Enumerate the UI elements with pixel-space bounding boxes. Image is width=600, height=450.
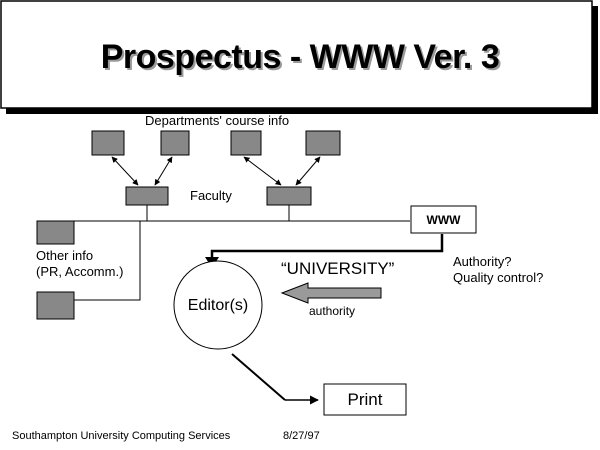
faculty-box-1: [125, 186, 169, 206]
authority-block-arrow: [280, 282, 382, 304]
dept1-faculty1-arrow: [111, 156, 139, 186]
authority-question: Authority?: [453, 254, 512, 269]
faculty-box-2: [266, 186, 312, 206]
other-info-box-1: [36, 220, 75, 245]
university-label: “UNIVERSITY”: [281, 259, 395, 278]
department-box-2: [160, 130, 190, 156]
dept3-faculty2-arrow: [243, 156, 282, 186]
slide-title: Prospectus - WWW Ver. 3: [100, 38, 500, 76]
dept2-faculty1-arrow: [154, 156, 173, 186]
title-frame: [0, 0, 593, 109]
other-info-line1: Other info: [36, 248, 94, 263]
editor-label: Editor(s): [187, 297, 249, 314]
footer-organization: Southampton University Computing Service…: [12, 430, 231, 442]
department-box-1: [91, 130, 125, 156]
other-info-line2: (PR, Accomm.): [36, 264, 124, 279]
departments-label: Departments' course info: [145, 113, 290, 128]
department-box-3: [230, 130, 262, 156]
dept4-faculty2-arrow: [295, 156, 321, 186]
editor-circle: [173, 260, 263, 350]
editor-to-print-line: [231, 353, 286, 401]
authority-label: authority: [309, 304, 356, 318]
other-info-box-2: [36, 291, 75, 320]
other-info-label: Other info (PR, Accomm.): [36, 248, 123, 280]
other-info-connector: [74, 221, 141, 301]
department-box-4: [305, 130, 341, 156]
www-box: [410, 205, 477, 234]
quality-question: Quality control?: [453, 270, 544, 285]
www-to-editor-arrow: [210, 234, 444, 258]
footer-date: 8/27/97: [283, 430, 320, 442]
www-label: WWW: [426, 213, 461, 227]
print-label: Print: [347, 390, 383, 409]
print-box: [323, 383, 407, 416]
governance-questions: Authority? Quality control?: [453, 254, 543, 286]
faculty-label: Faculty: [190, 188, 232, 203]
